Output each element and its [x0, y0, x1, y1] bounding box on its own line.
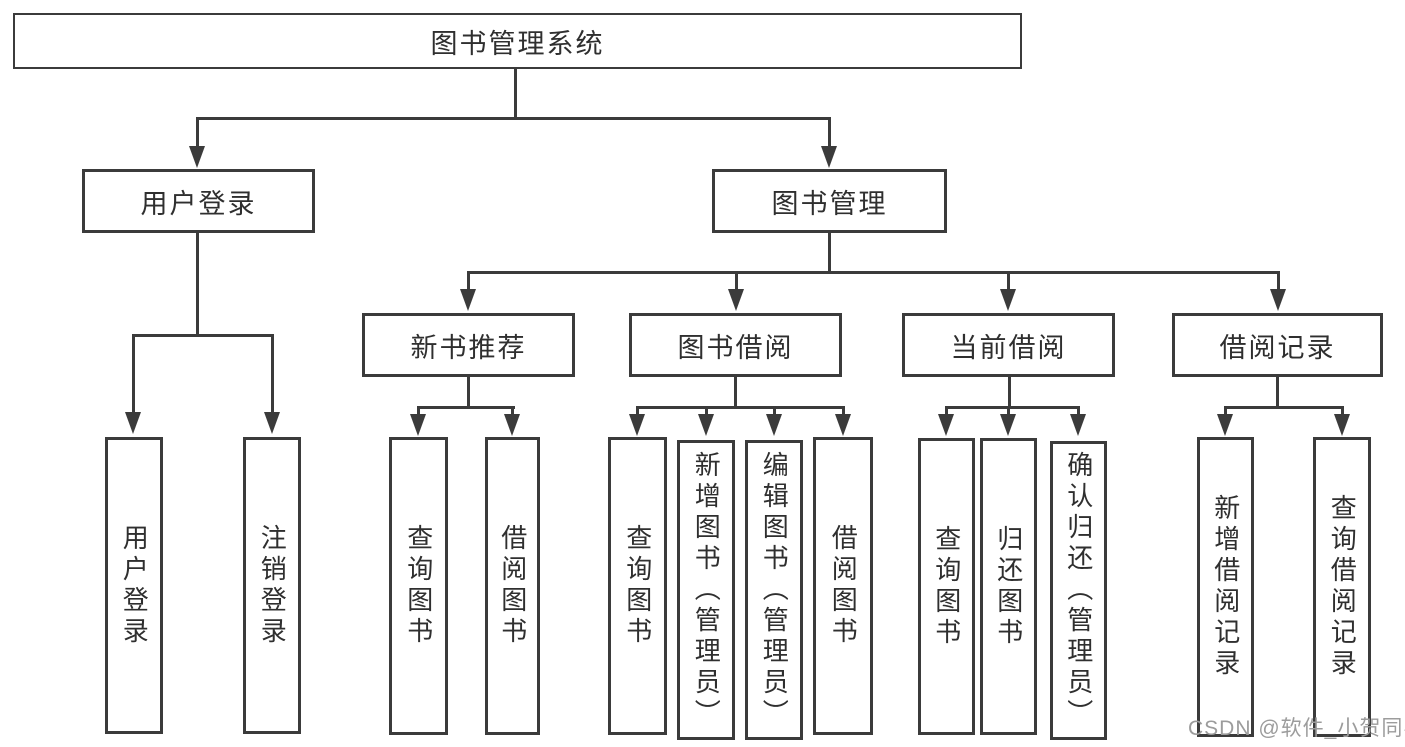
connector-arrow-user [196, 117, 199, 148]
connector-arrow-user-leaf2 [271, 334, 274, 414]
leaf-borrow-query: 查询图书 [608, 437, 667, 735]
node-root-label: 图书管理系统 [430, 28, 605, 59]
connector-arrow-current-2 [1007, 406, 1010, 418]
csdn-watermark: CSDN @软件_小贺同学 [1188, 717, 1405, 740]
connector-newbook-branch [417, 406, 515, 409]
arrow-down-icon [504, 414, 520, 436]
arrow-down-icon [1070, 414, 1086, 436]
connector-arrow-l3-4 [1277, 271, 1280, 292]
connector-borrow-drop [734, 377, 737, 409]
node-borrow-record: 借阅记录 [1172, 313, 1383, 377]
connector-root-drop [514, 69, 517, 118]
arrow-down-icon [1217, 414, 1233, 436]
node-new-book-recommend-label: 新书推荐 [410, 332, 527, 363]
connector-book-drop [828, 233, 831, 274]
leaf-newbook-borrow: 借阅图书 [485, 437, 540, 735]
leaf-logout: 注销登录 [243, 437, 301, 734]
arrow-down-icon [410, 414, 426, 436]
connector-arrow-borrow-2 [705, 406, 708, 418]
connector-current-drop [1008, 377, 1011, 409]
leaf-borrow-add-admin: 新增图书（管理员） [677, 440, 735, 740]
leaf-borrow-book-label: 借阅图书 [828, 524, 859, 648]
leaf-current-return-label: 归还图书 [993, 524, 1024, 649]
connector-arrow-newbook-1 [417, 406, 420, 418]
connector-arrow-record-1 [1224, 406, 1227, 418]
arrow-down-icon [460, 289, 476, 311]
leaf-borrow-edit-admin-label: 编辑图书（管理员） [759, 450, 790, 730]
leaf-borrow-book: 借阅图书 [813, 437, 873, 735]
leaf-borrow-edit-admin: 编辑图书（管理员） [745, 440, 803, 740]
connector-level3-branch [467, 271, 1280, 274]
node-book-management-label: 图书管理 [771, 188, 888, 219]
connector-arrow-l3-1 [467, 271, 470, 292]
arrow-down-icon [1000, 289, 1016, 311]
connector-borrow-branch [636, 406, 845, 409]
connector-level2-branch [196, 117, 831, 120]
node-user-login: 用户登录 [82, 169, 315, 233]
leaf-newbook-query: 查询图书 [389, 437, 448, 735]
leaf-current-query-label: 查询图书 [931, 524, 962, 649]
leaf-record-query-label: 查询借阅记录 [1327, 494, 1358, 680]
connector-newbook-drop [467, 377, 470, 409]
connector-current-branch [945, 406, 1080, 409]
node-book-borrow: 图书借阅 [629, 313, 842, 377]
leaf-borrow-add-admin-label: 新增图书（管理员） [691, 450, 722, 730]
arrow-down-icon [1334, 414, 1350, 436]
node-root-system: 图书管理系统 [13, 13, 1022, 69]
leaf-record-add: 新增借阅记录 [1197, 437, 1254, 737]
connector-arrow-current-3 [1077, 406, 1080, 418]
leaf-current-query: 查询图书 [918, 438, 975, 735]
leaf-record-query: 查询借阅记录 [1313, 437, 1371, 737]
connector-arrow-user-leaf1 [132, 334, 135, 414]
arrow-down-icon [835, 414, 851, 436]
arrow-down-icon [125, 412, 141, 434]
node-new-book-recommend: 新书推荐 [362, 313, 575, 377]
connector-arrow-borrow-4 [842, 406, 845, 418]
node-book-borrow-label: 图书借阅 [677, 332, 794, 363]
node-book-management: 图书管理 [712, 169, 947, 233]
arrow-down-icon [1000, 414, 1016, 436]
connector-arrow-current-1 [945, 406, 948, 418]
leaf-borrow-query-label: 查询图书 [622, 524, 653, 648]
connector-record-branch [1224, 406, 1344, 409]
leaf-newbook-borrow-label: 借阅图书 [497, 524, 528, 648]
connector-arrow-l3-2 [735, 271, 738, 292]
connector-arrow-borrow-1 [636, 406, 639, 418]
leaf-current-confirm-admin-label: 确认归还（管理员） [1063, 451, 1094, 730]
arrow-down-icon [821, 146, 837, 168]
leaf-newbook-query-label: 查询图书 [403, 524, 434, 648]
leaf-current-return: 归还图书 [980, 438, 1037, 735]
arrow-down-icon [766, 414, 782, 436]
connector-arrow-book [828, 117, 831, 148]
node-current-borrow: 当前借阅 [902, 313, 1115, 377]
arrow-down-icon [1270, 289, 1286, 311]
arrow-down-icon [629, 414, 645, 436]
leaf-record-add-label: 新增借阅记录 [1210, 494, 1241, 680]
leaf-user-login: 用户登录 [105, 437, 163, 734]
leaf-current-confirm-admin: 确认归还（管理员） [1050, 441, 1107, 740]
leaf-user-login-label: 用户登录 [119, 523, 150, 648]
connector-record-drop [1276, 377, 1279, 409]
connector-user-drop [196, 233, 199, 336]
node-borrow-record-label: 借阅记录 [1219, 332, 1336, 363]
arrow-down-icon [189, 146, 205, 168]
connector-arrow-borrow-3 [773, 406, 776, 418]
node-user-login-label: 用户登录 [140, 188, 257, 219]
connector-user-branch [132, 334, 274, 337]
connector-arrow-record-2 [1341, 406, 1344, 418]
node-current-borrow-label: 当前借阅 [950, 332, 1067, 363]
connector-arrow-l3-3 [1007, 271, 1010, 292]
arrow-down-icon [698, 414, 714, 436]
arrow-down-icon [728, 289, 744, 311]
leaf-logout-label: 注销登录 [257, 523, 288, 648]
arrow-down-icon [938, 414, 954, 436]
arrow-down-icon [264, 412, 280, 434]
connector-arrow-newbook-2 [511, 406, 514, 418]
